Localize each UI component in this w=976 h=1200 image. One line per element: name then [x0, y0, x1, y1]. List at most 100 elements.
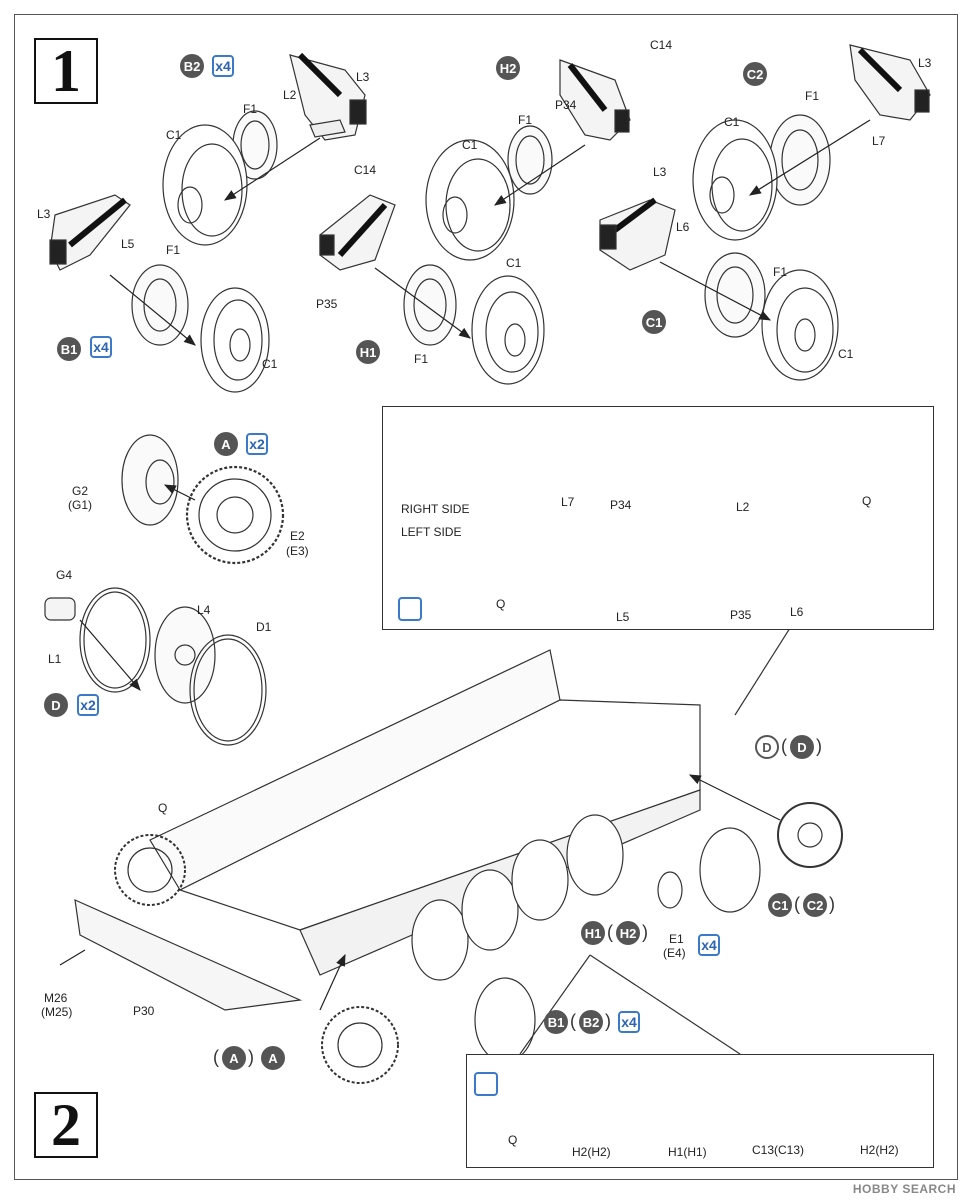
- paren-open: (: [213, 1047, 219, 1067]
- paren-close: ): [816, 736, 822, 756]
- e4-label: (E4): [663, 946, 686, 960]
- right-side-label: RIGHT SIDE: [401, 502, 470, 516]
- part-label: L5: [616, 610, 630, 624]
- part-label: C1: [724, 115, 740, 129]
- paren-open: (: [794, 894, 800, 914]
- part-label: (G1): [68, 498, 92, 512]
- step-2-number: 2: [34, 1092, 98, 1158]
- part-label: G4: [56, 568, 73, 582]
- badge-d-alt: D: [755, 735, 779, 759]
- badge-c2-step2: C2: [803, 893, 827, 917]
- inset-suspension-sides: [382, 406, 934, 630]
- m26-label: M26: [44, 991, 68, 1005]
- part-label: C13(C13): [752, 1143, 805, 1157]
- part-label: L6: [790, 605, 804, 619]
- page-frame: [14, 14, 958, 1180]
- part-label: C1: [838, 347, 854, 361]
- paren-close: ): [829, 894, 835, 914]
- part-label: F1: [166, 243, 181, 257]
- badge-a: A: [214, 432, 238, 456]
- qty-b1: x4: [90, 336, 112, 358]
- part-label: D1: [256, 620, 272, 634]
- tip-icon: [398, 597, 422, 621]
- badge-b1: B1: [57, 337, 81, 361]
- part-label: F1: [518, 113, 533, 127]
- part-label: L3: [653, 165, 667, 179]
- part-label: H2(H2): [860, 1143, 899, 1157]
- part-label: G2: [72, 484, 89, 498]
- part-label: C14: [354, 163, 377, 177]
- part-label: F1: [773, 265, 788, 279]
- part-label: P34: [555, 98, 577, 112]
- part-label: L4: [197, 603, 211, 617]
- h1-assembly-drawing: [319, 194, 545, 385]
- part-label: L7: [561, 495, 575, 509]
- badge-c1: C1: [642, 310, 666, 334]
- badge-h1-step2: H1: [581, 921, 605, 945]
- part-label: Q: [862, 494, 872, 508]
- part-label: L3: [356, 70, 370, 84]
- part-label: L1: [48, 652, 62, 666]
- qty-b-step2: x4: [618, 1011, 640, 1033]
- paren-open: (: [570, 1011, 576, 1031]
- c1-assembly-drawing: [599, 197, 839, 381]
- part-label: C1: [506, 256, 522, 270]
- b2-assembly-drawing: [162, 52, 367, 246]
- part-label: P35: [316, 297, 338, 311]
- part-label: F1: [243, 102, 258, 116]
- part-label: E2: [290, 529, 305, 543]
- paren-close: ): [642, 922, 648, 942]
- idler-d-drawing: [44, 587, 267, 746]
- step2-wheels-drawing: [59, 774, 843, 1084]
- part-label: L3: [918, 56, 932, 70]
- qty-a: x2: [246, 433, 268, 455]
- part-label: Q: [508, 1133, 518, 1147]
- c2-assembly-drawing: [692, 44, 931, 241]
- part-label: L2: [283, 88, 297, 102]
- badge-h2-step2: H2: [616, 921, 640, 945]
- badge-b2-step2: B2: [579, 1010, 603, 1034]
- badge-a-alt: A: [222, 1046, 246, 1070]
- inset-road-wheel-positions: [466, 1054, 934, 1168]
- m25-label: (M25): [41, 1005, 73, 1019]
- badge-h1: H1: [356, 340, 380, 364]
- watermark: HOBBY SEARCH: [852, 1182, 956, 1196]
- part-label: (E3): [286, 544, 309, 558]
- part-label: L2: [736, 500, 750, 514]
- badge-d-main: D: [790, 735, 814, 759]
- hull-label: Q: [158, 801, 168, 815]
- e1-label: E1: [669, 932, 684, 946]
- paren-close: ): [248, 1047, 254, 1067]
- paren-open: (: [607, 922, 613, 942]
- part-label: L6: [676, 220, 690, 234]
- badge-b2: B2: [180, 54, 204, 78]
- step-1-number: 1: [34, 38, 98, 104]
- part-label: P34: [610, 498, 632, 512]
- h2-assembly-drawing: [425, 59, 631, 261]
- tip-icon: [474, 1072, 498, 1096]
- part-label: L7: [872, 134, 886, 148]
- qty-e: x4: [698, 934, 720, 956]
- part-label: H2(H2): [572, 1145, 611, 1159]
- badge-a-main: A: [261, 1046, 285, 1070]
- part-label: C1: [166, 128, 182, 142]
- part-label: L3: [37, 207, 51, 221]
- left-side-label: LEFT SIDE: [401, 525, 462, 539]
- paren-close: ): [605, 1011, 611, 1031]
- badge-c2: C2: [743, 62, 767, 86]
- part-label: H1(H1): [668, 1145, 707, 1159]
- sprocket-a-drawing: [121, 434, 285, 565]
- badge-b1-step2: B1: [544, 1010, 568, 1034]
- part-label: C1: [262, 357, 278, 371]
- part-label: L5: [121, 237, 135, 251]
- badge-c1-step2: C1: [768, 893, 792, 917]
- part-label: F1: [805, 89, 820, 103]
- paren-open: (: [781, 736, 787, 756]
- part-label: C1: [462, 138, 478, 152]
- part-label: P35: [730, 608, 752, 622]
- part-label: C14: [650, 38, 673, 52]
- badge-h2: H2: [496, 56, 520, 80]
- part-label: Q: [496, 597, 506, 611]
- part-label: F1: [414, 352, 429, 366]
